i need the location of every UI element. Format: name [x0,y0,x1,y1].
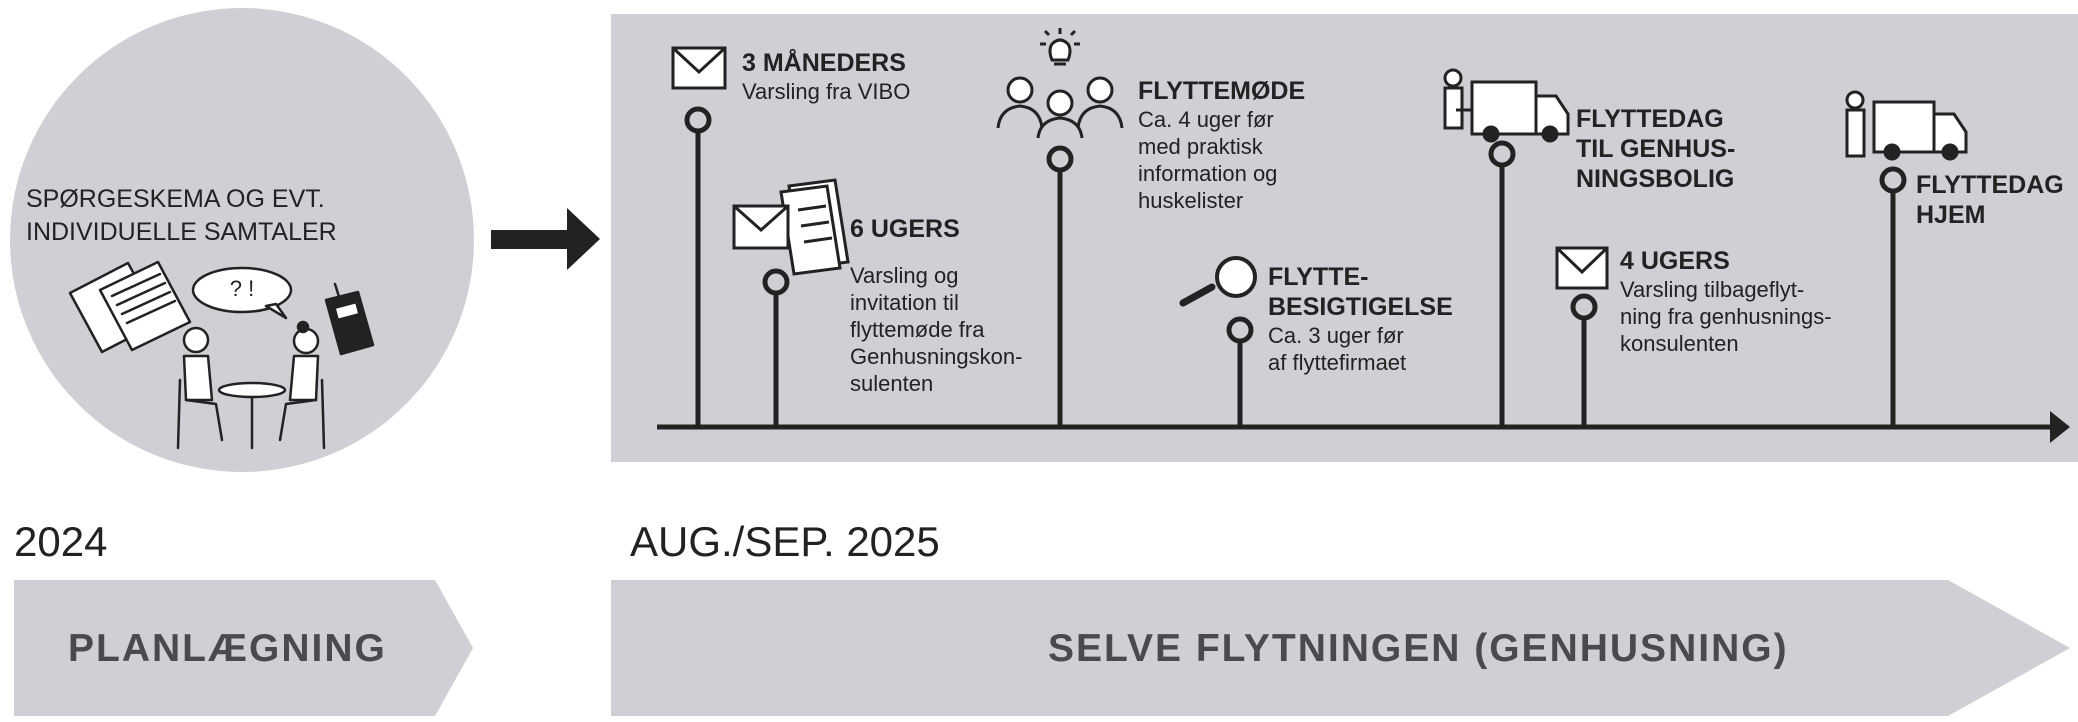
timeline-panel [611,14,2078,462]
mover-truck-icon [1443,68,1570,143]
speech-bubble-text: ? ! [229,276,255,301]
event-body: Varsling fra VIBO [742,79,911,104]
event-6-ugers: 6 UGERS Varsling og invitation til flytt… [850,196,1022,415]
event-title: FLYTTE- BESIGTIGELSE [1268,263,1453,321]
event-flyttedag-hjem: FLYTTEDAG HJEM [1916,170,2064,230]
event-flyttemoede: FLYTTEMØDE Ca. 4 uger før med praktisk i… [1138,76,1305,214]
circle-caption: SPØRGESKEMA OG EVT. INDIVIDUELLE SAMTALE… [26,185,337,246]
people-at-table-icon [176,320,326,450]
event-body: Ca. 4 uger før med praktisk information … [1138,107,1278,213]
phase-banner-left [14,580,473,716]
event-flyttedag-genhusning: FLYTTEDAG TIL GENHUS- NINGSBOLIG [1576,104,1735,194]
year-right: AUG./SEP. 2025 [630,518,940,565]
year-left: 2024 [14,518,108,565]
phase-label-right: SELVE FLYTNINGEN (GENHUSNING) [1048,627,1789,670]
people-idea-icon [996,28,1124,139]
event-flyttebesigtigelse: FLYTTE- BESIGTIGELSE Ca. 3 uger før af f… [1268,262,1453,376]
envelope-documents-icon [732,178,850,276]
event-body: Varsling tilbageflyt- ning fra genhusnin… [1620,277,1832,356]
phase-label-left: PLANLÆGNING [68,627,387,670]
envelope-icon [1555,246,1609,290]
timeline-stems [684,106,1907,427]
event-title: FLYTTEDAG TIL GENHUS- NINGSBOLIG [1576,105,1736,193]
meeting-illustration [68,260,375,450]
event-body: Varsling og invitation til flyttemøde fr… [850,263,1023,396]
event-title: 3 MÅNEDERS [742,49,906,77]
envelope-icon [671,46,727,90]
event-3-maaneders: 3 MÅNEDERS Varsling fra VIBO [742,48,910,105]
mobile-phone-icon [324,282,375,356]
event-title: 6 UGERS [850,215,960,243]
planning-circle [10,8,474,472]
event-title: 4 UGERS [1620,247,1730,275]
magnifier-icon [1179,256,1257,307]
event-body: Ca. 3 uger før af flyttefirmaet [1268,323,1407,375]
speech-bubble-icon [191,266,293,320]
documents-icon [68,260,192,354]
event-title: FLYTTEDAG HJEM [1916,171,2064,229]
mover-truck-icon [1845,90,1968,161]
timeline-axis [657,411,2070,443]
event-title: FLYTTEMØDE [1138,77,1306,105]
phase-banner-right [611,580,2070,716]
event-4-ugers: 4 UGERS Varsling tilbageflyt- ning fra g… [1620,246,1832,357]
flow-arrow-icon [491,208,600,270]
